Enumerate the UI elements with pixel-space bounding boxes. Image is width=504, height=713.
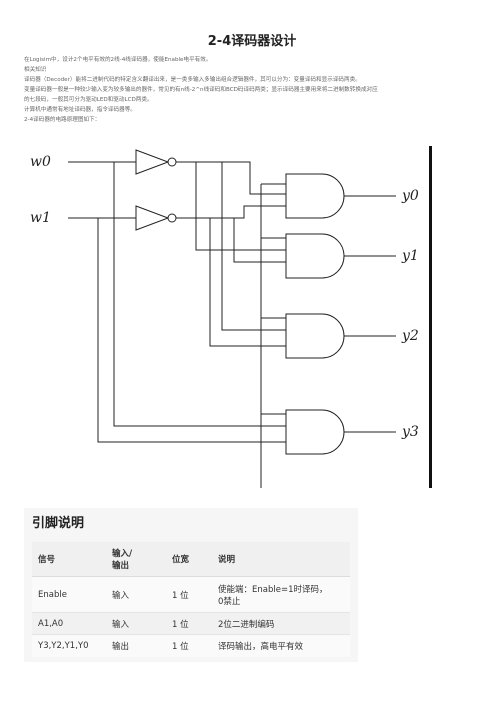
and-gate-2	[285, 313, 345, 359]
inverter-w1-bubble	[167, 213, 177, 223]
output-label-y2: y2	[401, 328, 419, 344]
pin-table-header: 信号 输入/ 输出 位宽 说明	[32, 542, 350, 577]
output-label-y3: y3	[401, 424, 419, 440]
pin-section-title: 引脚说明	[32, 516, 85, 531]
cell-direction: 输出	[106, 634, 166, 657]
table-row: Enable 输入 1 位 使能端：Enable=1时译码， 0禁止	[32, 576, 350, 613]
cell-width: 1 位	[166, 612, 212, 635]
and-gate-1	[285, 233, 345, 279]
header-direction: 输入/ 输出	[106, 542, 166, 577]
intro-line-5: 的七段码，一般其可分为驱动LED和驱动LCD两类。	[24, 97, 153, 103]
cell-signal: Y3,Y2,Y1,Y0	[32, 634, 106, 657]
page-title: 2-4译码器设计	[207, 34, 297, 49]
header-description: 说明	[212, 542, 350, 577]
cell-description: 2位二进制编码	[212, 612, 350, 635]
inverter-w0-bubble	[167, 157, 177, 167]
inverter-w0	[135, 149, 170, 175]
pin-table: 信号 输入/ 输出 位宽 说明 Enable 输入 1 位 使能端：Enable…	[32, 542, 350, 657]
cell-description: 使能端：Enable=1时译码， 0禁止	[212, 576, 350, 613]
cell-width: 1 位	[166, 634, 212, 657]
and-gate-0	[285, 173, 345, 219]
header-signal: 信号	[32, 542, 106, 577]
intro-line-7: 2-4译码器的电路原理图如下：	[24, 117, 101, 123]
decoder-circuit-diagram: w0 w1 y0 y1 y2 y3	[30, 146, 432, 488]
header-width: 位宽	[166, 542, 212, 577]
pin-description-panel: 引脚说明 信号 输入/ 输出 位宽 说明 Enable 输入 1 位 使能端：E…	[24, 508, 358, 662]
cell-width: 1 位	[166, 576, 212, 613]
input-label-w0: w0	[30, 154, 51, 170]
inverter-w1	[135, 205, 170, 231]
intro-line-1: 在Logisim中，设计2个电平有效的2线-4线译码器，使能Enable电平有效…	[24, 57, 212, 63]
table-row: Y3,Y2,Y1,Y0 输出 1 位 译码输出，高电平有效	[32, 634, 350, 657]
output-label-y1: y1	[401, 248, 419, 264]
intro-line-3: 译码器（Decoder）能将二进制代码的特定含义翻译出来，是一类多输入多输出组合…	[24, 77, 361, 83]
intro-line-6: 计算机中通常有地址译码器，指令译码器等。	[24, 107, 136, 113]
output-label-y0: y0	[401, 188, 419, 204]
cell-signal: Enable	[32, 576, 106, 613]
cell-direction: 输入	[106, 576, 166, 613]
and-gate-3	[285, 409, 345, 455]
table-row: A1,A0 输入 1 位 2位二进制编码	[32, 612, 350, 635]
diagram-edge-bar	[429, 146, 432, 488]
cell-description: 译码输出，高电平有效	[212, 634, 350, 657]
cell-signal: A1,A0	[32, 612, 106, 635]
intro-line-4: 变量译码器一般是一种较少输入变为较多输出的器件，常见的有n线-2^n线译码和BC…	[24, 87, 378, 93]
section-heading: 相关知识	[24, 67, 47, 73]
cell-direction: 输入	[106, 612, 166, 635]
input-label-w1: w1	[30, 210, 51, 226]
